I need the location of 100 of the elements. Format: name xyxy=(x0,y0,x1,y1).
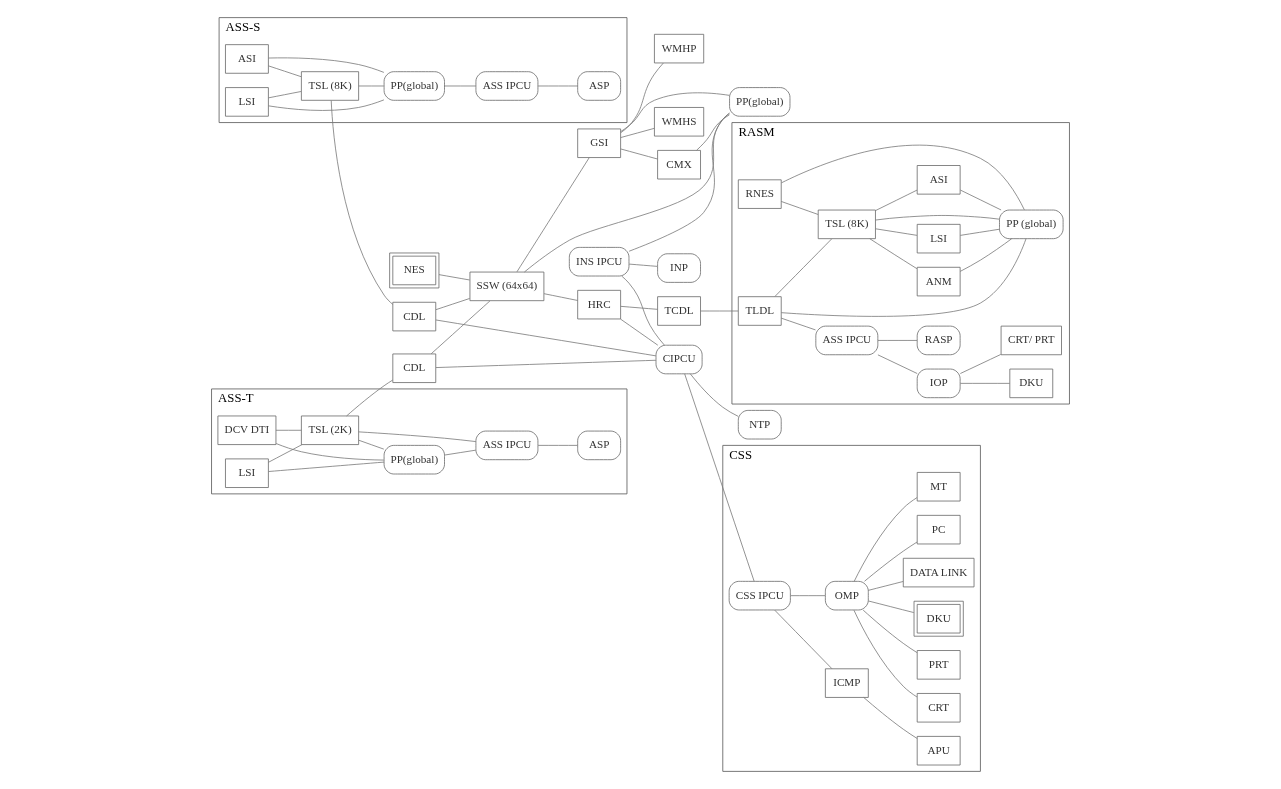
connector xyxy=(621,275,665,346)
connector xyxy=(877,354,918,374)
node-box: TSL (2K) xyxy=(301,415,360,445)
connector xyxy=(438,274,471,281)
connector xyxy=(774,609,833,670)
node-box: ASS IPCU xyxy=(475,430,539,461)
connector xyxy=(875,215,1000,221)
connector xyxy=(268,461,385,472)
connector xyxy=(516,157,590,273)
node-box: PP(global) xyxy=(383,71,445,101)
connector xyxy=(628,263,658,267)
node-box: TCDL xyxy=(657,296,701,326)
node-box: ASI xyxy=(225,44,269,74)
connector xyxy=(790,595,826,597)
connector xyxy=(620,318,659,346)
connector xyxy=(959,354,1002,374)
node-box: NTP xyxy=(737,410,782,440)
connector xyxy=(875,189,918,211)
node-box: TSL (8K) xyxy=(817,209,876,240)
connector xyxy=(268,91,302,99)
node-box: ASP xyxy=(577,430,621,461)
node-box: PC xyxy=(916,514,961,545)
connector xyxy=(877,340,918,341)
node-box: RNES xyxy=(737,179,782,209)
connector xyxy=(780,238,1027,317)
node-box: PP(global) xyxy=(383,445,445,475)
node-box: PP (global) xyxy=(999,209,1064,240)
connector xyxy=(863,697,918,739)
connector xyxy=(853,609,918,698)
connector xyxy=(864,541,918,582)
connector xyxy=(959,238,1013,272)
connector xyxy=(620,127,655,138)
node-box: CRT xyxy=(916,693,961,723)
node-box: RASP xyxy=(916,325,961,356)
node-box: CIPCU xyxy=(655,344,703,375)
node-box: CDL xyxy=(392,353,437,383)
connector xyxy=(780,201,819,215)
connector xyxy=(620,148,658,160)
node-box: IOP xyxy=(916,368,961,399)
connector xyxy=(430,300,491,355)
node-box: DATA LINK xyxy=(902,557,975,588)
node-box: WMHS xyxy=(654,107,705,137)
connector xyxy=(620,62,664,134)
node-box: PP(global) xyxy=(729,87,791,117)
node-box: HRC xyxy=(577,289,621,320)
node-box: SSW (64x64) xyxy=(469,271,545,302)
connector xyxy=(537,445,578,446)
connector xyxy=(524,113,730,273)
connector xyxy=(268,65,302,78)
connector xyxy=(537,85,578,87)
node-box: APU xyxy=(916,736,961,766)
connector xyxy=(628,112,730,252)
connector xyxy=(444,449,477,456)
node-box: ASS IPCU xyxy=(475,71,539,101)
connector xyxy=(275,443,385,461)
node-box: PRT xyxy=(916,650,961,680)
node-box: TLDL xyxy=(737,296,782,326)
connector xyxy=(780,317,816,331)
connector xyxy=(358,439,385,450)
connector xyxy=(959,189,1002,211)
connector xyxy=(867,581,904,591)
connector xyxy=(435,319,657,357)
connector xyxy=(696,114,730,151)
connector xyxy=(959,382,1011,384)
node-box: INP xyxy=(657,253,701,283)
node-box: DKU xyxy=(1009,368,1054,399)
node-box: WMHP xyxy=(654,33,705,64)
connector xyxy=(781,144,1025,211)
node-box: CDL xyxy=(392,301,437,332)
connector xyxy=(268,444,303,463)
node-box: INS IPCU xyxy=(568,247,630,277)
connector xyxy=(684,373,755,582)
connector xyxy=(268,99,385,111)
connector xyxy=(875,228,918,236)
node-box: LSI xyxy=(225,458,269,488)
connector xyxy=(700,310,739,312)
connector xyxy=(330,100,394,305)
node-box: ASP xyxy=(577,71,621,101)
node-box: CRT/ PRT xyxy=(1000,325,1062,356)
node-box: ASS IPCU xyxy=(815,325,879,356)
connector xyxy=(690,373,739,417)
node-box: OMP xyxy=(824,580,869,611)
connector xyxy=(853,497,918,582)
node-box: LSI xyxy=(225,87,269,117)
connector xyxy=(444,85,477,87)
node-box: DCV DTI xyxy=(217,415,277,445)
connector xyxy=(268,57,385,73)
connector xyxy=(275,429,302,431)
connector xyxy=(869,238,918,270)
connector xyxy=(620,92,730,132)
node-box: ASI xyxy=(916,165,961,195)
node-box: CMX xyxy=(657,150,701,180)
connector xyxy=(543,293,579,301)
connector xyxy=(435,298,470,311)
connector xyxy=(358,431,477,442)
node-box: GSI xyxy=(577,128,621,158)
connector xyxy=(620,305,658,310)
connector xyxy=(346,379,394,417)
connector xyxy=(435,359,657,368)
connector xyxy=(959,228,1000,236)
